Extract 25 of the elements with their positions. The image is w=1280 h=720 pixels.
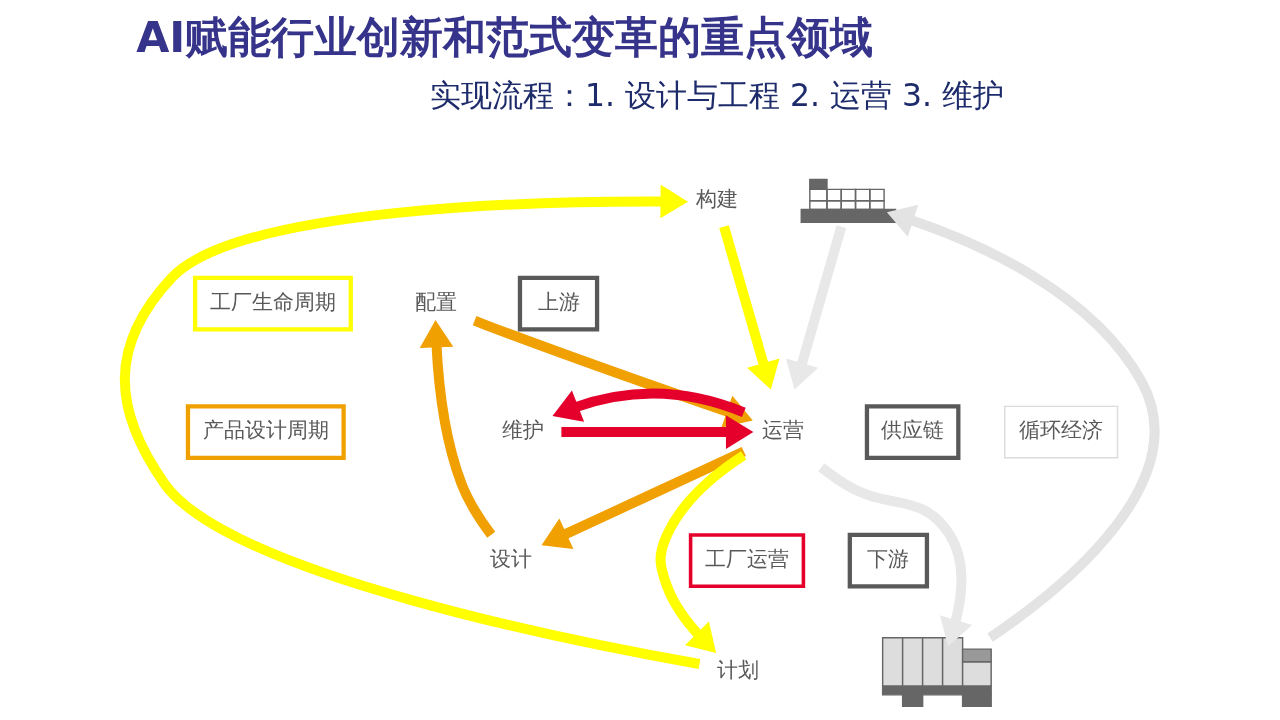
node-box: 循环经济 — [1004, 405, 1119, 459]
node-box: 工厂运营 — [688, 533, 806, 589]
arrow — [541, 447, 746, 549]
arrow — [886, 204, 1160, 642]
node-text: 维护 — [501, 417, 544, 443]
arrow — [119, 184, 701, 669]
arrow — [785, 225, 847, 390]
node-box: 产品设计周期 — [185, 404, 346, 460]
node-text: 计划 — [717, 657, 760, 682]
diagram-title: AI赋能行业创新和范式变革的重点领域 — [136, 12, 874, 63]
node-box: 工厂生命周期 — [192, 275, 353, 332]
arrow — [818, 463, 973, 647]
arrow — [655, 451, 747, 653]
label: 实现流程：1. 设计与工程 2. 运营 3. 维护 — [430, 76, 1004, 113]
node-text: 运营 — [761, 417, 804, 443]
node-box: 上游 — [517, 275, 600, 332]
node-box: 下游 — [847, 532, 930, 589]
node-text: 配置 — [414, 288, 457, 314]
arrow — [719, 225, 780, 390]
node-box: 供应链 — [864, 404, 961, 460]
arrow — [419, 319, 496, 538]
node-text: 设计 — [490, 545, 533, 571]
arrow — [552, 388, 746, 422]
node-text: 构建 — [696, 185, 739, 211]
arrow — [561, 415, 754, 449]
